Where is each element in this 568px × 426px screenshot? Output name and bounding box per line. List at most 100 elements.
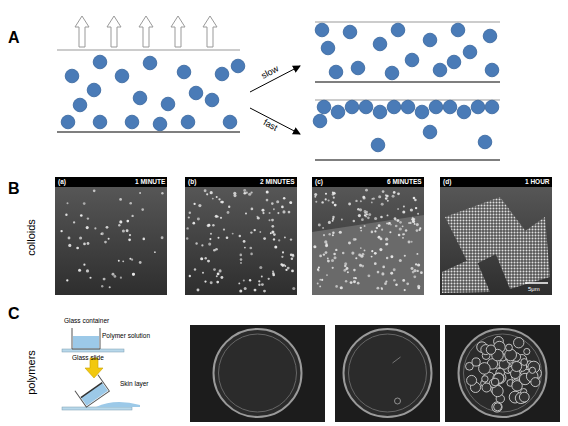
colloid-dot [326, 244, 328, 246]
colloid-dot [326, 274, 328, 276]
colloid-dot [412, 271, 415, 274]
colloid-dot [377, 271, 380, 274]
colloid-dot [188, 216, 190, 218]
colloid-dot [387, 200, 389, 202]
colloid-dot [413, 275, 416, 278]
colloid-dot [290, 201, 293, 204]
colloid-dot [65, 214, 67, 216]
colloid-dot [384, 282, 387, 285]
particle [405, 53, 419, 67]
colloid-dot [139, 192, 141, 194]
particle [153, 117, 167, 131]
colloid-dot [244, 287, 247, 290]
colloid-dot [254, 289, 257, 292]
colloid-dot [325, 244, 328, 247]
image-header [55, 177, 167, 187]
colloid-dot [333, 192, 336, 195]
colloid-dot [332, 216, 335, 219]
colloid-dot [269, 212, 271, 214]
colloid-dot [360, 247, 362, 249]
colloid-dot [334, 256, 337, 259]
particle [87, 83, 101, 97]
colloid-dot [243, 189, 246, 192]
colloid-dot [249, 279, 251, 281]
colloid-dot [360, 255, 363, 258]
colloid-dot [263, 237, 266, 240]
wrinkle-cell [472, 358, 480, 366]
colloid-dot [416, 253, 418, 255]
colloid-dot [376, 287, 379, 290]
colloid-dot [415, 207, 417, 209]
particle [143, 56, 157, 70]
substrate-line [57, 131, 240, 132]
colloid-dot [161, 192, 163, 194]
colloid-dot [367, 274, 370, 277]
colloid-dot [118, 260, 120, 262]
colloid-dot [218, 198, 220, 200]
bubble [395, 398, 401, 404]
colloid-dot [262, 212, 264, 214]
petri-dish-rim [464, 334, 542, 412]
photo [445, 325, 560, 422]
colloid-dot [198, 204, 201, 207]
evaporation-arrow [139, 16, 153, 47]
colloid-dot [357, 282, 360, 285]
colloid-dot [220, 217, 222, 219]
colloid-dot [353, 280, 356, 283]
colloid-dot [408, 222, 410, 224]
particle [471, 100, 485, 114]
colloid-dot [381, 288, 383, 290]
colloid-dot [240, 262, 242, 264]
wrinkle-cell [492, 402, 502, 412]
colloid-dot [353, 220, 355, 222]
particle [331, 105, 345, 119]
colloid-dot [398, 234, 401, 237]
colloid-dot [239, 289, 242, 292]
colloid-dot [382, 266, 385, 269]
part-label: Skin layer [120, 381, 149, 388]
colloid-dot [186, 237, 188, 239]
colloid-dot [319, 279, 321, 281]
panel-letter: A [8, 30, 20, 46]
colloid-dot [227, 211, 230, 214]
row-label: colloids [25, 219, 36, 256]
colloid-dot [332, 218, 334, 220]
colloid-dot [355, 200, 357, 202]
particle [447, 55, 461, 69]
colloid-dot [268, 219, 270, 221]
colloid-dot [355, 277, 357, 279]
colloid-dot [292, 287, 295, 290]
colloid-dot [332, 234, 334, 236]
colloid-dot [332, 220, 334, 222]
time-label: 2 MINUTES [260, 179, 295, 186]
colloid-dot [258, 284, 260, 286]
colloid-dot [271, 231, 274, 234]
colloid-dot [347, 271, 349, 273]
colloid-dot [332, 201, 334, 203]
colloid-dot [415, 263, 417, 265]
wrinkle-cell [519, 392, 529, 402]
colloid-dot [87, 242, 90, 245]
colloid-dot [335, 249, 337, 251]
colloid-dot [268, 278, 270, 280]
colloid-dot [287, 267, 290, 270]
colloid-dot [358, 214, 361, 217]
colloid-dot [360, 230, 362, 232]
sem-image [55, 177, 167, 295]
colloid-dot [120, 277, 122, 279]
colloid-dot [186, 227, 188, 229]
colloid-dot [282, 210, 285, 213]
time-label: 1 MINUTE [135, 179, 165, 186]
colloid-dot [390, 255, 393, 258]
colloid-dot [80, 214, 83, 217]
colloid-dot [395, 283, 398, 286]
colloid-dot [414, 223, 416, 225]
film-surface [57, 49, 240, 50]
colloid-dot [112, 273, 115, 276]
colloid-dot [213, 268, 216, 271]
particle [359, 100, 373, 114]
colloid-dot [86, 269, 89, 272]
colloid-dot [332, 267, 334, 269]
colloid-dot [353, 238, 356, 241]
